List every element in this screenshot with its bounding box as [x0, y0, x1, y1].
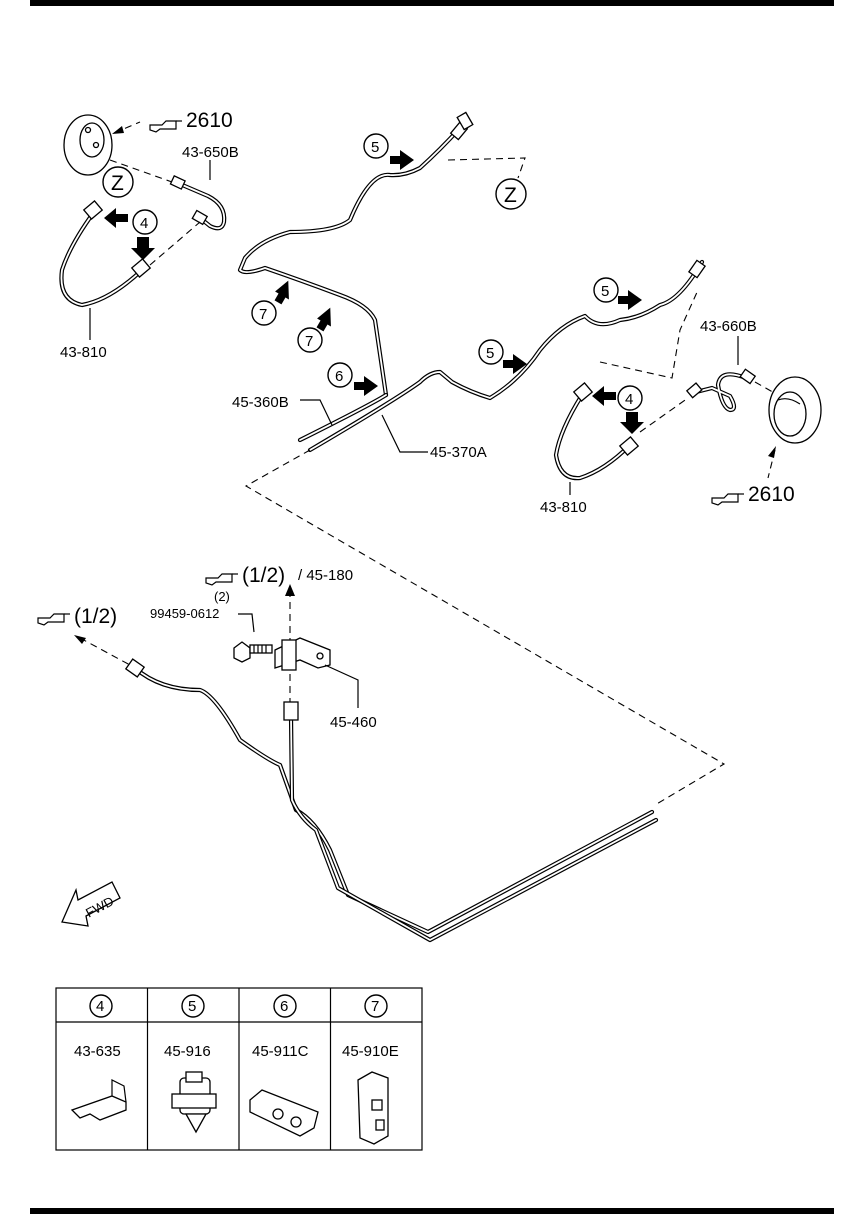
callout-5-b-text: 5: [601, 283, 609, 300]
clip-arrow-left-b: [131, 237, 155, 260]
leader-hose-to-bracket: [149, 221, 201, 266]
legend-num-3: 6: [280, 998, 288, 1015]
part-45-460: 45-460: [330, 714, 377, 731]
clip-arrow-right-b: [620, 412, 644, 434]
part-45-360B: 45-360B: [232, 394, 289, 411]
legend-col-1: 4 43-635: [70, 994, 127, 1121]
top-border: [30, 0, 834, 6]
clip-45-911C-icon: [249, 1089, 319, 1137]
callout-z-right-text: Z: [504, 184, 517, 207]
clip-43-635-icon: [70, 1095, 127, 1121]
clip-arrow-7-a: [274, 280, 289, 305]
legend-part-3: 45-911C: [252, 1043, 309, 1060]
legend-num-4: 7: [371, 998, 379, 1015]
clip-arrow-6: [354, 376, 378, 396]
leader-z-to-pipe: [109, 159, 173, 183]
leader-right-hose-b: [639, 397, 689, 433]
callout-7-b-text: 7: [305, 333, 313, 350]
fwd-arrow-icon: [61, 881, 121, 927]
clip-legend-table: [55, 987, 423, 1151]
bottom-border: [30, 1208, 834, 1214]
arrowhead-2610-left: [112, 126, 124, 134]
clip-45-916-icon: [171, 1071, 217, 1134]
clip-45-910E-icon: [357, 1071, 389, 1145]
part-99459-0612: 99459-0612: [150, 606, 219, 621]
clip-arrow-7-b: [316, 307, 331, 332]
clip-arrow-5-a: [390, 150, 414, 170]
leader-45-360B: [300, 399, 333, 426]
callout-7-b: [297, 327, 323, 353]
legend-num-2: 5: [188, 998, 196, 1015]
part-43-660B: 43-660B: [700, 318, 757, 335]
clip-arrow-left-a: [104, 208, 128, 228]
legend-num-1: 4: [96, 998, 104, 1015]
hand-pointer-icon: [37, 613, 70, 626]
callout-7-a: [251, 300, 277, 326]
legend-col-3: 6 45-911C: [249, 994, 319, 1137]
hand-pointer-icon: [711, 493, 744, 506]
legend-col-4: 7 45-910E: [342, 994, 399, 1145]
qty-2: (2): [214, 589, 230, 604]
left-brake-disc: [63, 114, 113, 176]
legend-part-1: 43-635: [74, 1043, 121, 1060]
callout-z-left-text: Z: [111, 172, 124, 195]
group-dashed-outline: [244, 449, 726, 806]
callout-5-a: [363, 133, 389, 159]
part-43-650B: 43-650B: [182, 144, 239, 161]
callout-4-left: [132, 209, 158, 235]
ref-half-mid: (1/2): [242, 564, 285, 587]
callout-6-text: 6: [335, 368, 343, 385]
callout-6: [327, 362, 353, 388]
callout-5-a-text: 5: [371, 139, 379, 156]
callout-5-c: [478, 339, 504, 365]
callout-5-c-text: 5: [486, 345, 494, 362]
callout-z-right: [495, 178, 527, 210]
clip-arrow-5-b: [618, 290, 642, 310]
callout-7-a-text: 7: [259, 306, 267, 323]
right-brake-disc: [768, 376, 822, 444]
arrowhead-2610-right: [768, 446, 776, 458]
callout-4-left-text: 4: [140, 215, 148, 232]
hand-pointer-icon: [205, 573, 238, 586]
leader-half-left: [79, 637, 131, 666]
part-43-810-left: 43-810: [60, 344, 107, 361]
bracket-45-460: [274, 637, 331, 671]
clip-arrow-5-c: [503, 354, 527, 374]
leader-660B-disc: [754, 381, 779, 396]
arrowhead-half-mid: [285, 584, 295, 596]
part-45-370A: 45-370A: [430, 444, 487, 461]
legend-part-4: 45-910E: [342, 1043, 399, 1060]
legend-part-2: 45-916: [164, 1043, 211, 1060]
callout-5-b: [593, 277, 619, 303]
callout-4-right-text: 4: [625, 391, 633, 408]
leader-45-370A: [381, 414, 428, 453]
ref-half-left: (1/2): [74, 605, 117, 628]
legend-col-2: 5 45-916: [164, 994, 217, 1134]
bolt-99459: [233, 641, 273, 663]
part-43-810-right: 43-810: [540, 499, 587, 516]
callout-4-right: [617, 385, 643, 411]
leader-45-460: [324, 664, 359, 708]
leader-right-hose: [599, 289, 699, 379]
leader-z-right: [447, 157, 526, 179]
arrowhead-half-left: [74, 635, 86, 644]
leader-99459: [238, 613, 255, 633]
hand-pointer-icon: [149, 120, 182, 133]
callout-z-left: [102, 166, 134, 198]
ref-45-180: / 45-180: [298, 567, 353, 584]
ref-2610-right: 2610: [748, 483, 795, 506]
ref-2610-top: 2610: [186, 109, 233, 132]
clip-arrow-right-a: [592, 386, 616, 406]
